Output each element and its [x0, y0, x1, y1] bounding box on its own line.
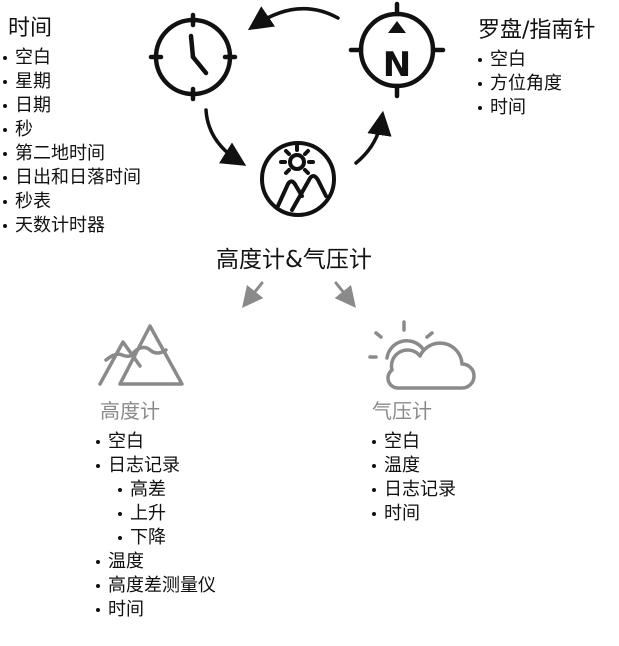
- clock-icon: [148, 12, 238, 102]
- barometer-list: 空白 温度 日志记录 时间: [372, 430, 456, 526]
- arrow-center-to-compass: [354, 110, 392, 165]
- altimeter-list: 空白 日志记录: [96, 430, 216, 478]
- list-item: 高差: [96, 478, 216, 502]
- list-item: 空白: [96, 430, 216, 454]
- list-item: 上升: [96, 502, 216, 526]
- split-arrows: [242, 281, 356, 308]
- altimeter-section: 高度计 空白 日志记录 高差 上升 下降 温度 高度差测量仪 时间: [96, 398, 216, 622]
- arrow-to-barometer: [334, 281, 356, 308]
- compass-title: 罗盘/指南针: [478, 18, 596, 43]
- barometer-section: 气压计 空白 温度 日志记录 时间: [372, 398, 456, 526]
- time-list: 空白 星期 日期 秒 第二地时间 日出和日落时间 秒表 天数计时器: [3, 46, 141, 238]
- list-item: 秒: [3, 118, 141, 142]
- list-item: 温度: [372, 454, 456, 478]
- center-section: 高度计&气压计: [216, 247, 372, 273]
- list-item: 空白: [372, 430, 456, 454]
- arrow-to-altimeter: [242, 281, 264, 308]
- compass-list: 空白 方位角度 时间: [478, 48, 595, 120]
- altimeter-title: 高度计: [100, 399, 160, 423]
- list-item: 日志记录: [372, 478, 456, 502]
- sun-cloud-icon: [368, 320, 476, 390]
- list-item: 高度差测量仪: [96, 574, 216, 598]
- altimeter-sublist: 高差 上升 下降: [96, 478, 216, 550]
- arrow-compass-to-clock: [247, 6, 340, 31]
- list-item: 时间: [372, 502, 456, 526]
- list-item: 空白: [3, 46, 141, 70]
- compass-letter: N: [383, 45, 411, 85]
- list-item: 方位角度: [478, 72, 595, 96]
- compass-icon: N: [348, 1, 446, 99]
- arrow-clock-to-center: [204, 108, 247, 166]
- time-section: 时间 空白 星期 日期 秒 第二地时间 日出和日落时间 秒表 天数计时器: [3, 16, 141, 238]
- list-item: 日志记录: [96, 454, 216, 478]
- list-item: 天数计时器: [3, 214, 141, 238]
- list-item: 空白: [478, 48, 595, 72]
- cycle-arrows: [204, 6, 392, 166]
- time-title: 时间: [8, 16, 53, 41]
- mountain-icon: [98, 324, 184, 386]
- list-item: 第二地时间: [3, 142, 141, 166]
- altimeter-list-more: 温度 高度差测量仪 时间: [96, 550, 216, 622]
- list-item: 温度: [96, 550, 216, 574]
- list-item: 日出和日落时间: [3, 166, 141, 190]
- list-item: 日期: [3, 94, 141, 118]
- list-item: 下降: [96, 526, 216, 550]
- list-item: 星期: [3, 70, 141, 94]
- list-item: 秒表: [3, 190, 141, 214]
- center-title: 高度计&气压计: [216, 247, 372, 273]
- barometer-title: 气压计: [372, 399, 432, 423]
- list-item: 时间: [96, 598, 216, 622]
- list-item: 时间: [478, 96, 595, 120]
- sun-mountain-icon: [260, 141, 336, 217]
- compass-section: 罗盘/指南针 空白 方位角度 时间: [478, 18, 595, 120]
